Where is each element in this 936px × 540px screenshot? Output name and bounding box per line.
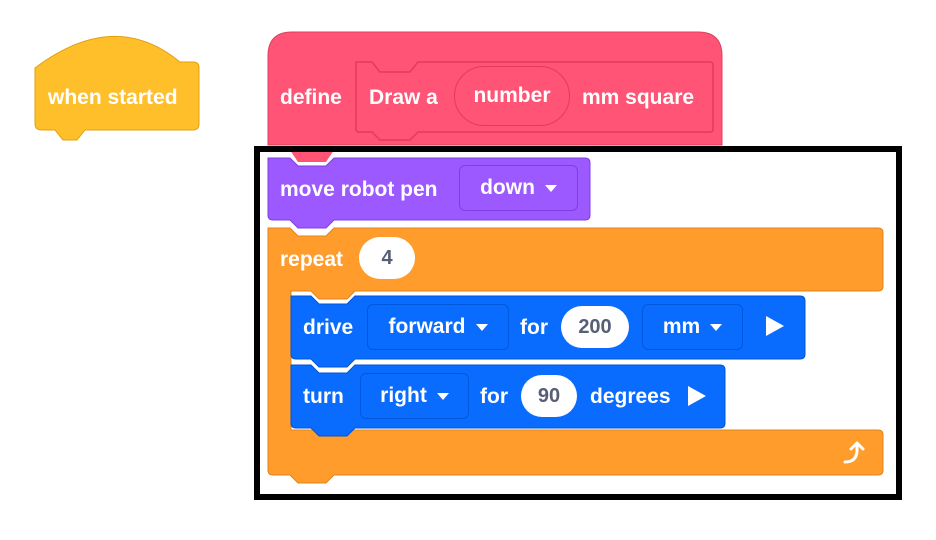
turn-direction-value: right [380, 384, 427, 407]
chevron-down-icon [436, 392, 449, 400]
turn-angle-input[interactable]: 90 [521, 375, 577, 417]
repeat-count-input[interactable]: 4 [359, 237, 415, 279]
repeat-label: repeat [280, 248, 344, 271]
chevron-down-icon [544, 184, 557, 192]
run-icon [766, 316, 784, 336]
turn-for-label: for [480, 385, 508, 408]
pen-position-dropdown[interactable]: down [459, 165, 578, 211]
turn-label: turn [303, 385, 344, 408]
drive-label: drive [303, 316, 354, 339]
mm-square-label: mm square [582, 86, 695, 109]
drive-direction-value: forward [388, 315, 466, 338]
drive-distance-input[interactable]: 200 [561, 306, 629, 348]
drive-unit-value: mm [662, 315, 701, 338]
draw-a-label: Draw a [369, 86, 438, 109]
turn-direction-dropdown[interactable]: right [360, 373, 469, 419]
run-icon-2 [688, 386, 706, 406]
chevron-down-icon [475, 323, 488, 331]
loop-arrow-icon [843, 441, 865, 464]
when-started-label: when started [48, 86, 178, 109]
drive-direction-dropdown[interactable]: forward [367, 304, 509, 350]
number-parameter[interactable]: number [454, 66, 570, 126]
degrees-label: degrees [590, 385, 671, 408]
pen-position-value: down [480, 176, 535, 199]
number-parameter-label: number [473, 84, 551, 107]
move-robot-pen-label: move robot pen [280, 178, 438, 201]
drive-unit-dropdown[interactable]: mm [642, 304, 743, 350]
selection-highlight-box [254, 146, 902, 500]
define-label: define [280, 86, 342, 109]
drive-for-label: for [520, 316, 548, 339]
chevron-down-icon [710, 323, 723, 331]
